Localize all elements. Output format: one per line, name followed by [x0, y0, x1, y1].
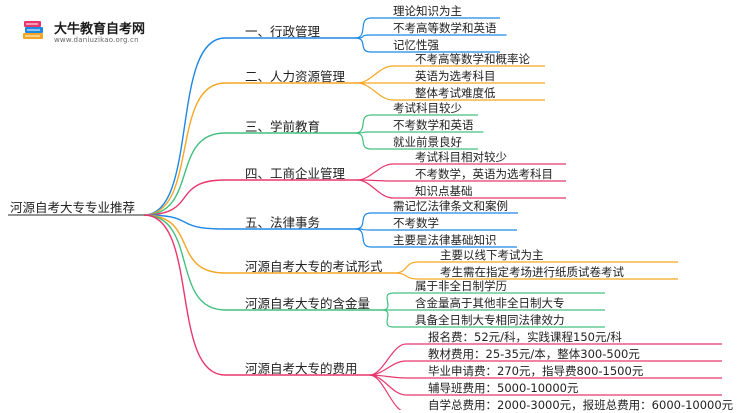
leaf-node: 需记忆法律条文和案例 — [393, 199, 508, 213]
leaf-node: 主要是法律基础知识 — [393, 233, 497, 247]
leaf-connector — [381, 309, 394, 328]
leaf-node: 毕业申请费：270元，指导费800-1500元 — [428, 364, 644, 378]
leaf-connector — [354, 34, 372, 39]
logo-title: 大牛教育自考网 — [54, 22, 146, 37]
branch-node: 二、人力资源管理 — [245, 69, 346, 84]
leaf-node: 不考数学和英语 — [393, 118, 474, 132]
logo-subtitle: www.daniuzikao.org.cn — [54, 36, 139, 44]
root-node: 河源自考大专专业推荐 — [10, 200, 136, 215]
leaf-connector — [354, 37, 372, 53]
branch-connector — [143, 214, 226, 311]
leaf-connector — [354, 228, 372, 248]
branch-node: 三、学前教育 — [245, 119, 321, 134]
leaf-node: 教材费用：25-35元/本，整体300-500元 — [428, 347, 640, 361]
leaf-node: 整体考试难度低 — [415, 86, 496, 100]
leaf-node: 辅导班费用：5000-10000元 — [428, 381, 579, 395]
branch-connector — [143, 37, 226, 216]
branch-connector — [143, 132, 226, 216]
leaf-connector — [354, 132, 372, 150]
leaf-node: 英语为选考科目 — [415, 69, 496, 83]
leaf-node: 主要以线下考试为主 — [440, 248, 544, 262]
leaf-connector — [394, 272, 419, 280]
leaf-node: 记忆性强 — [393, 38, 439, 52]
branch-node: 一、行政管理 — [245, 24, 321, 39]
leaf-connector — [381, 292, 394, 311]
leaf-node: 不考高等数学和概率论 — [415, 52, 530, 66]
branch-node: 河源自考大专的费用 — [245, 361, 358, 376]
leaf-node: 考试科目较少 — [393, 101, 462, 115]
leaf-node: 理论知识为主 — [393, 4, 462, 18]
leaf-connector — [354, 212, 372, 230]
branch-node: 河源自考大专的含金量 — [245, 296, 371, 311]
leaf-node: 报名费：52元/科，实践课程150元/科 — [428, 330, 622, 344]
leaf-node: 含金量高于其他非全日制大专 — [415, 296, 565, 310]
branch-connector — [143, 179, 226, 216]
branch-connector — [143, 214, 226, 230]
leaf-connector — [369, 343, 407, 376]
leaf-connector — [356, 163, 394, 181]
leaf-node: 不考高等数学和英语 — [393, 21, 497, 35]
leaf-node: 属于非全日制学历 — [415, 279, 507, 293]
leaf-node: 考生需在指定考场进行纸质试卷考试 — [440, 265, 624, 279]
leaf-connector — [354, 114, 372, 134]
leaf-node: 知识点基础 — [415, 184, 473, 198]
leaf-node: 考试科目相对较少 — [415, 150, 507, 164]
branch-connector — [143, 214, 226, 274]
book-stack-icon — [23, 21, 43, 39]
leaf-connector — [369, 374, 402, 410]
branch-connector — [143, 82, 226, 216]
leaf-node: 自学总费用：2000-3000元，报班总费用：6000-10000元 — [428, 398, 734, 412]
leaf-connector — [356, 179, 394, 199]
branch-node: 五、法律事务 — [245, 215, 321, 230]
leaf-node: 具备全日制大专相同法律效力 — [415, 313, 565, 327]
leaf-connector — [394, 261, 419, 274]
leaf-connector — [356, 82, 394, 101]
leaf-connector — [356, 65, 394, 84]
branch-connector — [143, 214, 226, 376]
leaf-node: 就业前景良好 — [393, 135, 462, 149]
branch-node: 河源自考大专的考试形式 — [245, 259, 383, 274]
leaf-node: 不考数学，英语为选考科目 — [415, 167, 553, 181]
branch-node: 四、工商企业管理 — [245, 166, 346, 181]
leaf-node: 不考数学 — [393, 216, 439, 230]
